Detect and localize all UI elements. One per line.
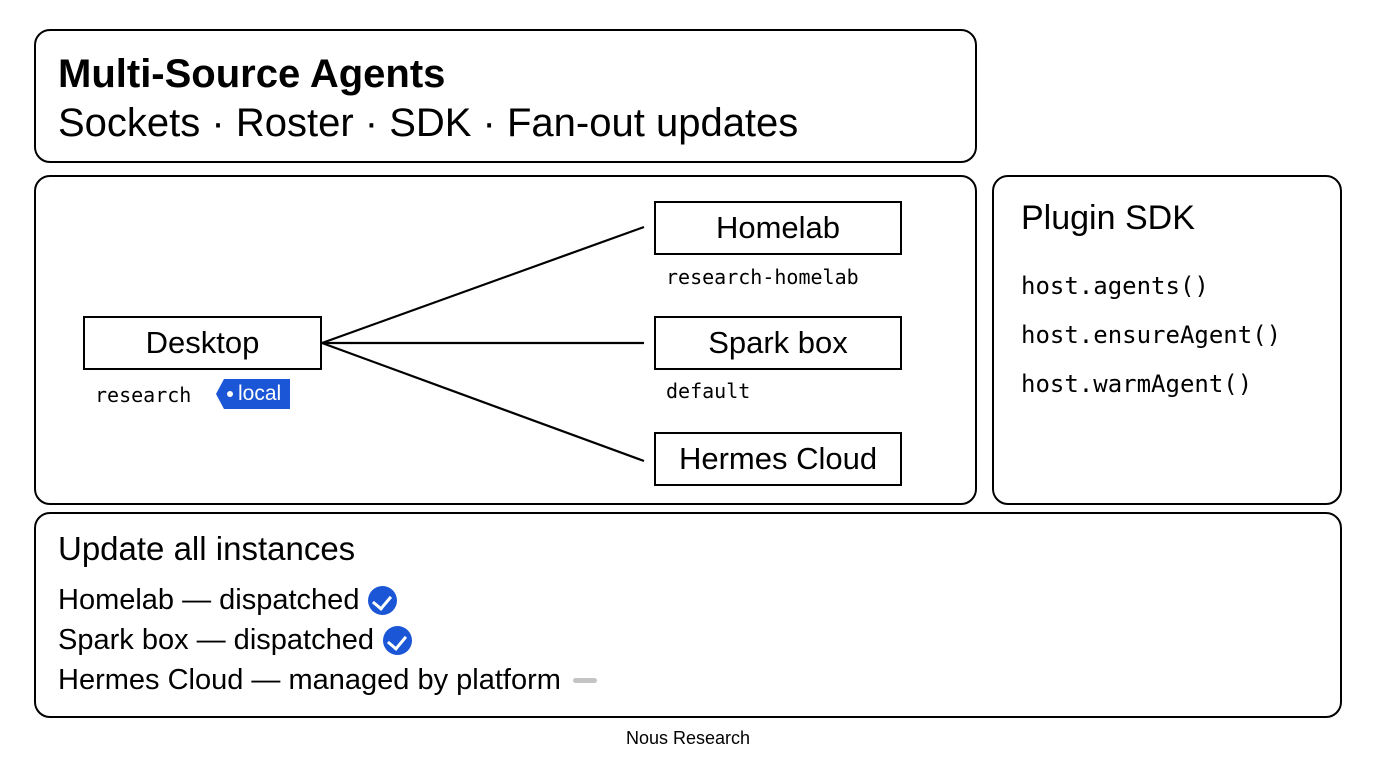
updates-title: Update all instances (58, 530, 356, 567)
update-row-homelab: Homelab — dispatched (58, 582, 398, 618)
update-row-text: Hermes Cloud — managed by platform (58, 663, 561, 696)
connection-lines (321, 225, 645, 463)
update-row-hermes-cloud: Hermes Cloud — managed by platform (58, 662, 597, 698)
node-homelab-profile: research-homelab (666, 265, 859, 289)
sdk-title: Plugin SDK (1021, 199, 1195, 237)
sdk-method-agents: host.agents() (1021, 272, 1209, 300)
local-badge: local (216, 379, 291, 409)
update-instances-panel: Update all instances Homelab — dispatche… (34, 512, 1342, 718)
node-desktop[interactable]: Desktop (83, 316, 322, 370)
update-row-spark-box: Spark box — dispatched (58, 622, 412, 658)
sdk-method-ensure-agent: host.ensureAgent() (1021, 321, 1282, 349)
node-spark-box-label: Spark box (708, 325, 848, 360)
node-homelab[interactable]: Homelab (654, 201, 902, 255)
update-row-text: Homelab — dispatched (58, 583, 360, 616)
node-hermes-cloud[interactable]: Hermes Cloud (654, 432, 902, 486)
node-desktop-label: Desktop (145, 325, 260, 360)
page-subtitle: Sockets · Roster · SDK · Fan-out updates (58, 101, 799, 145)
node-desktop-profile: research (95, 383, 192, 407)
header-panel: Multi-Source Agents Sockets · Roster · S… (34, 29, 977, 163)
sdk-method-warm-agent: host.warmAgent() (1021, 370, 1253, 398)
update-row-text: Spark box — dispatched (58, 623, 374, 656)
plugin-sdk-panel: Plugin SDK host.agents() host.ensureAgen… (992, 175, 1342, 505)
check-icon (382, 625, 412, 655)
link-homelab (321, 225, 645, 345)
node-spark-box-profile: default (666, 379, 751, 403)
footer-credit: Nous Research (625, 728, 751, 748)
topology-diagram-panel: Desktop research local Homelab research-… (34, 175, 977, 505)
link-hermes-cloud (321, 341, 645, 463)
check-icon (368, 585, 398, 615)
node-homelab-label: Homelab (715, 210, 841, 245)
node-hermes-cloud-label: Hermes Cloud (678, 441, 878, 476)
page-title: Multi-Source Agents (58, 52, 446, 96)
node-spark-box[interactable]: Spark box (654, 316, 902, 370)
dash-icon (572, 677, 597, 683)
